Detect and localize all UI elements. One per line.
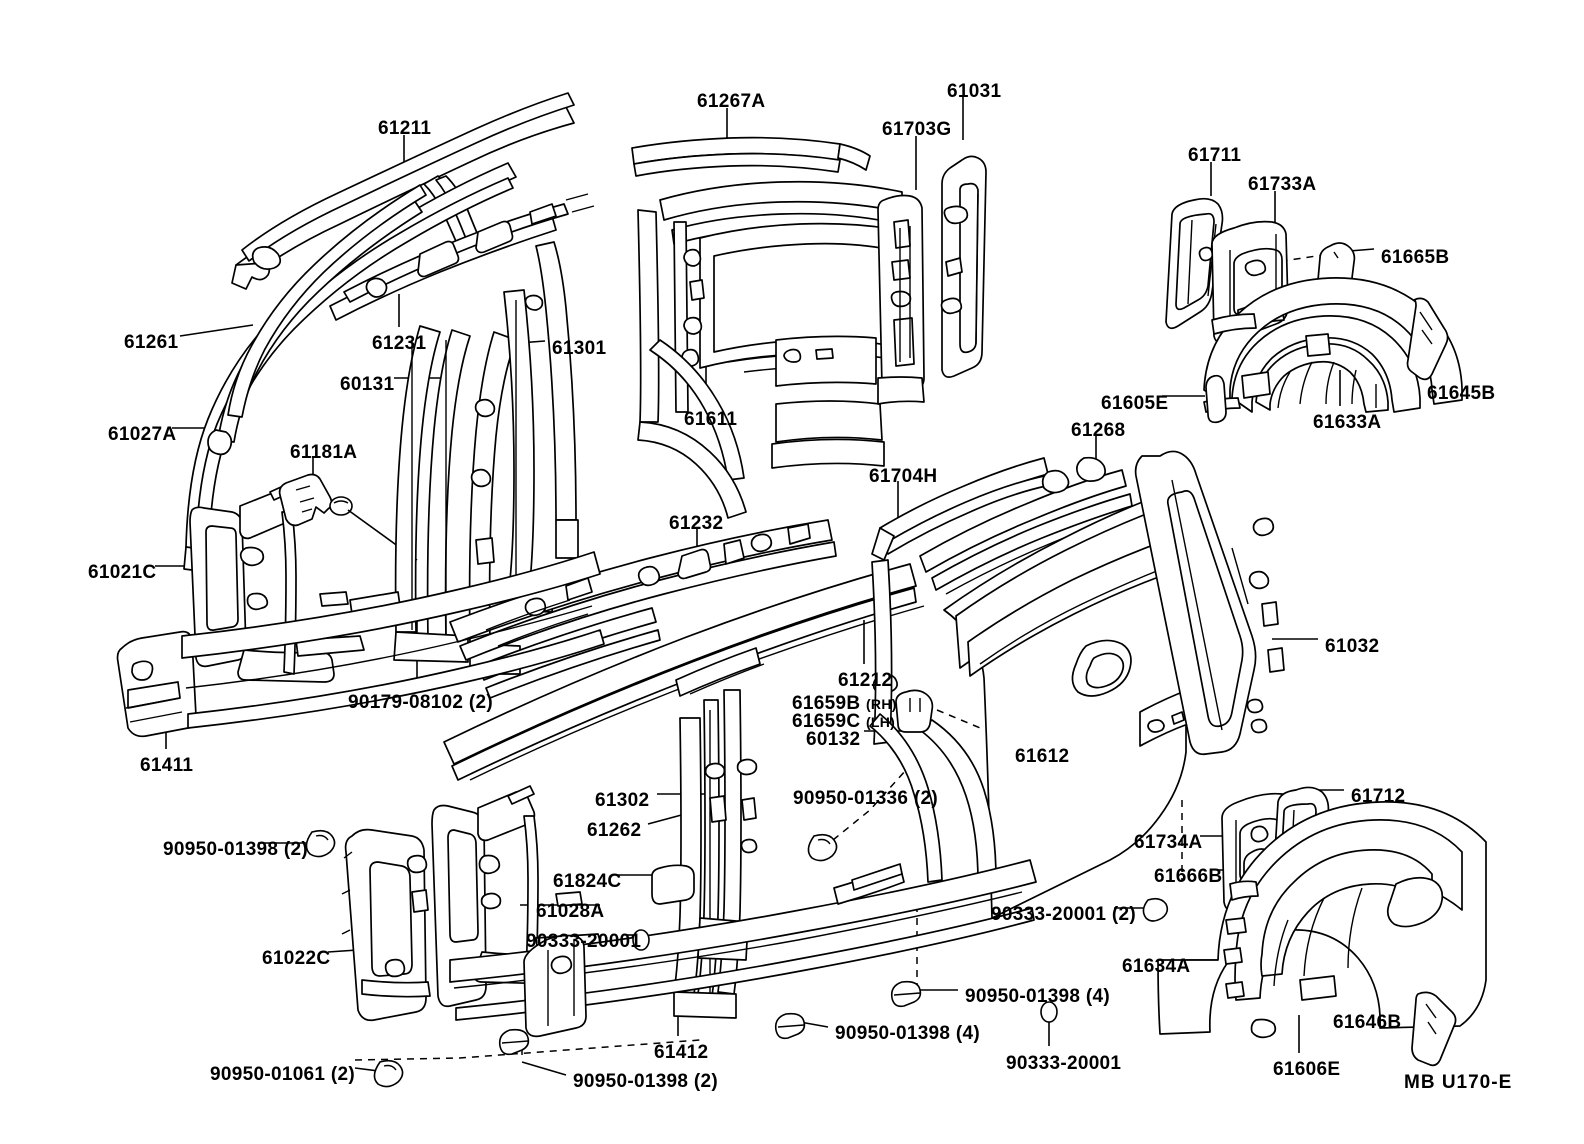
part-label-61028A: 61028A xyxy=(536,901,605,922)
part-label-90179-08102: 90179-08102 (2) xyxy=(348,692,493,713)
part-label-90950-01398-a: 90950-01398 (2) xyxy=(163,839,308,860)
part-60132 xyxy=(673,689,758,1019)
part-label-61712: 61712 xyxy=(1351,786,1406,807)
part-label-90950-01398-d: 90950-01398 (2) xyxy=(573,1071,718,1092)
part-label-61659B-code: 61659B xyxy=(792,693,861,714)
part-61231 xyxy=(329,193,595,321)
part-label-61302: 61302 xyxy=(595,790,650,811)
part-label-61659B: 61659B (RH) xyxy=(792,694,897,713)
part-label-61606E: 61606E xyxy=(1273,1059,1341,1080)
part-61612 xyxy=(869,485,1189,919)
part-61659B-clip xyxy=(895,689,934,733)
part-61824C xyxy=(651,864,695,905)
part-label-61212: 61212 xyxy=(838,670,893,691)
part-label-61659C: 61659C (LH) xyxy=(792,712,895,731)
part-61027A xyxy=(207,184,427,456)
part-label-61733A: 61733A xyxy=(1248,174,1317,195)
part-label-61031: 61031 xyxy=(947,81,1002,102)
part-61181A xyxy=(278,473,333,527)
part-61704H xyxy=(871,457,1049,745)
part-label-61703G: 61703G xyxy=(882,119,952,140)
part-label-61032: 61032 xyxy=(1325,636,1380,657)
part-label-61027A: 61027A xyxy=(108,424,177,445)
part-label-90333-20001-c: 90333-20001 xyxy=(1006,1053,1122,1074)
part-label-61734A: 61734A xyxy=(1134,832,1203,853)
part-label-90333-20001-b: 90333-20001 xyxy=(526,931,642,952)
fasteners xyxy=(305,829,1169,1088)
part-label-61411: 61411 xyxy=(140,755,194,776)
part-label-61268: 61268 xyxy=(1071,420,1126,441)
part-label-61659C-code: 61659C xyxy=(792,711,861,732)
part-61645B xyxy=(1406,297,1449,381)
part-61411 xyxy=(116,551,605,738)
part-label-90950-01398-b: 90950-01398 (4) xyxy=(965,986,1110,1007)
part-label-61181A: 61181A xyxy=(290,442,358,463)
part-label-90950-01061: 90950-01061 (2) xyxy=(210,1064,355,1085)
part-label-90333-20001-a: 90333-20001 (2) xyxy=(991,904,1136,925)
part-61301 xyxy=(503,241,579,613)
part-61412 xyxy=(449,859,1037,1038)
part-61703G xyxy=(877,194,925,405)
part-label-61659B-side: (RH) xyxy=(865,696,897,712)
part-61022C xyxy=(341,828,431,1022)
part-61611 xyxy=(637,180,903,519)
part-label-61666B: 61666B xyxy=(1154,866,1223,887)
part-label-61665B: 61665B xyxy=(1381,247,1450,268)
part-label-61022C: 61022C xyxy=(262,948,331,969)
part-label-61021C: 61021C xyxy=(88,562,157,583)
part-label-60131: 60131 xyxy=(340,374,395,395)
part-label-61267A: 61267A xyxy=(697,91,766,112)
part-label-61232: 61232 xyxy=(669,513,724,534)
part-label-61711: 61711 xyxy=(1188,145,1242,166)
part-61032 xyxy=(1134,450,1285,756)
part-label-61645B: 61645B xyxy=(1427,383,1496,404)
part-61634A xyxy=(1157,801,1487,1039)
part-label-61611: 61611 xyxy=(684,409,738,430)
part-label-61704H: 61704H xyxy=(869,466,938,487)
part-label-61634A: 61634A xyxy=(1122,956,1191,977)
diagram-footer-code: MB U170-E xyxy=(1404,1072,1513,1093)
part-label-61633A: 61633A xyxy=(1313,412,1382,433)
part-label-61301: 61301 xyxy=(552,338,607,359)
part-61267A xyxy=(631,136,871,177)
part-label-90950-01336: 90950-01336 (2) xyxy=(793,788,938,809)
part-61711 xyxy=(1165,197,1224,330)
part-61302 xyxy=(675,647,765,697)
part-61646B xyxy=(1411,991,1457,1067)
part-60131 xyxy=(349,325,521,675)
part-label-61612: 61612 xyxy=(1015,746,1070,767)
part-label-61412: 61412 xyxy=(654,1042,709,1063)
fastener-90179-08102 xyxy=(329,496,418,561)
part-label-61231: 61231 xyxy=(372,333,427,354)
part-label-61211: 61211 xyxy=(378,118,432,139)
part-label-61646B: 61646B xyxy=(1333,1012,1402,1033)
part-label-61824C: 61824C xyxy=(553,871,622,892)
part-label-90950-01398-c: 90950-01398 (4) xyxy=(835,1023,980,1044)
part-label-61605E: 61605E xyxy=(1101,393,1169,414)
part-label-61261: 61261 xyxy=(124,332,179,353)
part-61031 xyxy=(940,155,987,378)
part-label-61659C-side: (LH) xyxy=(865,714,896,730)
part-label-61262: 61262 xyxy=(587,820,642,841)
part-label-60132: 60132 xyxy=(806,729,861,750)
part-61605E xyxy=(1205,374,1227,424)
